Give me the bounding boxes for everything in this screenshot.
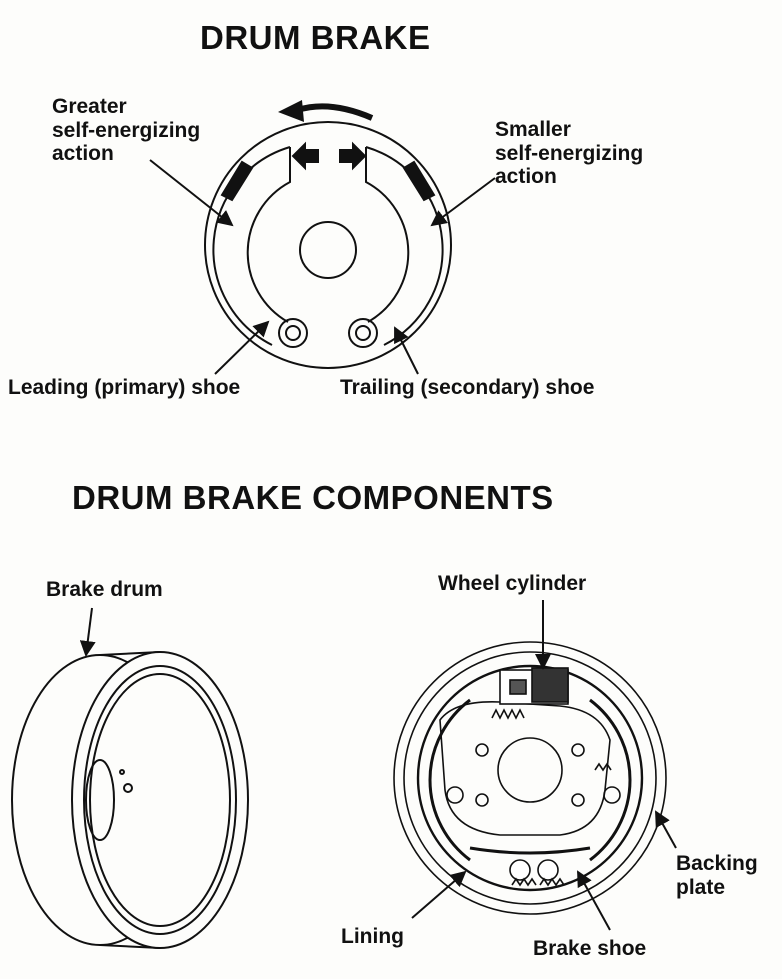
brake-shoe-label: Brake shoe (533, 937, 647, 960)
backing-line-2: plate (676, 875, 726, 899)
greater-action-label: Greater self-energizing action (52, 95, 200, 166)
trailing-shoe-label: Trailing (secondary) shoe (340, 376, 595, 399)
assembly-hub (497, 737, 563, 803)
backing-plate-outer (393, 641, 667, 915)
greater-line-3: action (52, 142, 114, 166)
brake-assembly-drawing (393, 600, 677, 931)
lining-label: Lining (341, 925, 404, 948)
backing-plate-label: Backing plate (676, 852, 758, 899)
smaller-action-label: Smaller self-energizing action (495, 118, 643, 189)
smaller-line-3: action (495, 165, 557, 189)
bottom-spring (469, 846, 591, 855)
drum-hub-hole (85, 759, 115, 841)
trailing-shoe-pivot (348, 318, 378, 348)
hub-circle (299, 221, 357, 279)
greater-line-1: Greater (52, 95, 127, 118)
top-spring (491, 708, 525, 720)
wheel-cylinder-label: Wheel cylinder (438, 572, 587, 595)
drum-brake-schematic (149, 100, 496, 375)
rotation-arrow (297, 103, 374, 121)
trailing-lining-block (402, 160, 436, 202)
leading-shoe-pivot (278, 318, 308, 348)
drum-front-rim-outer (71, 651, 249, 949)
components-title: DRUM BRAKE COMPONENTS (72, 479, 554, 516)
smaller-line-2: self-energizing (495, 141, 644, 165)
brake-drum-drawing (11, 607, 249, 949)
brake-drum-label: Brake drum (46, 578, 163, 601)
greater-line-2: self-energizing (52, 118, 201, 142)
backing-line-1: Backing (676, 852, 758, 875)
right-push-arrow (339, 141, 367, 171)
smaller-line-1: Smaller (495, 118, 571, 141)
drum-outer-circle (204, 121, 452, 369)
drum-brake-title: DRUM BRAKE (200, 19, 431, 56)
left-push-arrow (291, 141, 319, 171)
leading-lining-block (220, 160, 254, 202)
leading-shoe-label: Leading (primary) shoe (8, 376, 241, 399)
